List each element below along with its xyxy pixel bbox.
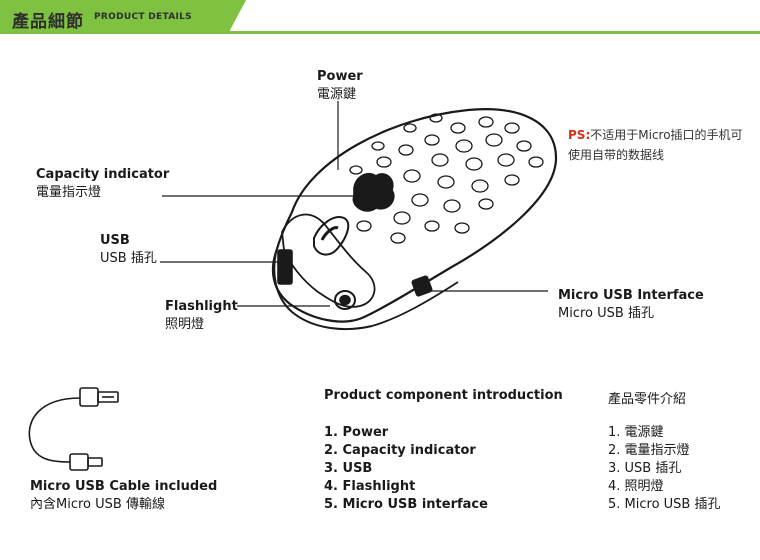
list-item: 3. USB 插孔 [608, 461, 682, 476]
front-panel [281, 213, 376, 308]
flashlight-lens [334, 290, 356, 310]
callout-micro-usb-en: Micro USB Interface [558, 288, 704, 303]
callout-usb-en: USB [100, 233, 130, 248]
ps-note-key: PS: [568, 128, 591, 142]
power-button [352, 172, 395, 212]
page-title: 產品細節 [12, 12, 84, 32]
components-en-list: 1. Power 2. Capacity indicator 3. USB 4.… [324, 424, 488, 514]
list-item: 2. 電量指示燈 [608, 443, 690, 458]
list-item: 5. Micro USB interface [324, 497, 488, 512]
cable-caption-en: Micro USB Cable included [30, 479, 218, 494]
list-item: 1. 電源鍵 [608, 425, 664, 440]
callout-power-zh: 電源鍵 [317, 87, 357, 102]
callout-flashlight-zh: 照明燈 [165, 317, 205, 332]
list-item: 4. Flashlight [324, 479, 416, 494]
capacity-slot [313, 216, 350, 256]
components-zh-title: 產品零件介紹 [608, 392, 687, 407]
list-item: 1. Power [324, 425, 389, 440]
callout-capacity-zh: 電量指示燈 [36, 185, 102, 200]
usb-cable-icon [28, 387, 119, 471]
callout-usb: USB USB 插孔 [100, 232, 157, 268]
callout-capacity-en: Capacity indicator [36, 167, 170, 182]
callout-flashlight: Flashlight 照明燈 [165, 298, 238, 334]
callout-micro-usb-zh: Micro USB 插孔 [558, 306, 654, 321]
cable-caption-zh: 內含Micro USB 傳輸線 [30, 497, 165, 512]
ps-note: PS:不适用于Micro插口的手机可使用自带的数据线 [568, 125, 752, 165]
list-item: 2. Capacity indicator [324, 443, 476, 458]
micro-usb-port [411, 275, 433, 297]
list-item: 3. USB [324, 461, 373, 476]
callout-micro-usb: Micro USB Interface Micro USB 插孔 [558, 287, 704, 323]
device-body [271, 108, 558, 323]
cable-caption: Micro USB Cable included 內含Micro USB 傳輸線 [30, 478, 217, 514]
header-rule [0, 31, 760, 34]
components-en-title: Product component introduction [324, 388, 563, 403]
ps-note-text: 不适用于Micro插口的手机可使用自带的数据线 [568, 128, 743, 162]
usb-port [277, 249, 293, 285]
callout-capacity: Capacity indicator 電量指示燈 [36, 166, 169, 202]
callout-flashlight-en: Flashlight [165, 299, 238, 314]
list-item: 4. 照明燈 [608, 479, 664, 494]
callout-power: Power 電源鍵 [317, 68, 363, 104]
header-band [0, 0, 246, 34]
device-edge [371, 281, 459, 327]
list-item: 5. Micro USB 插孔 [608, 497, 721, 512]
components-zh-list: 1. 電源鍵 2. 電量指示燈 3. USB 插孔 4. 照明燈 5. Micr… [608, 424, 720, 514]
callout-power-en: Power [317, 69, 363, 84]
page-subtitle: PRODUCT DETAILS [94, 12, 192, 22]
dot-pattern [349, 113, 544, 244]
device-side [273, 251, 373, 331]
callout-usb-zh: USB 插孔 [100, 251, 157, 266]
